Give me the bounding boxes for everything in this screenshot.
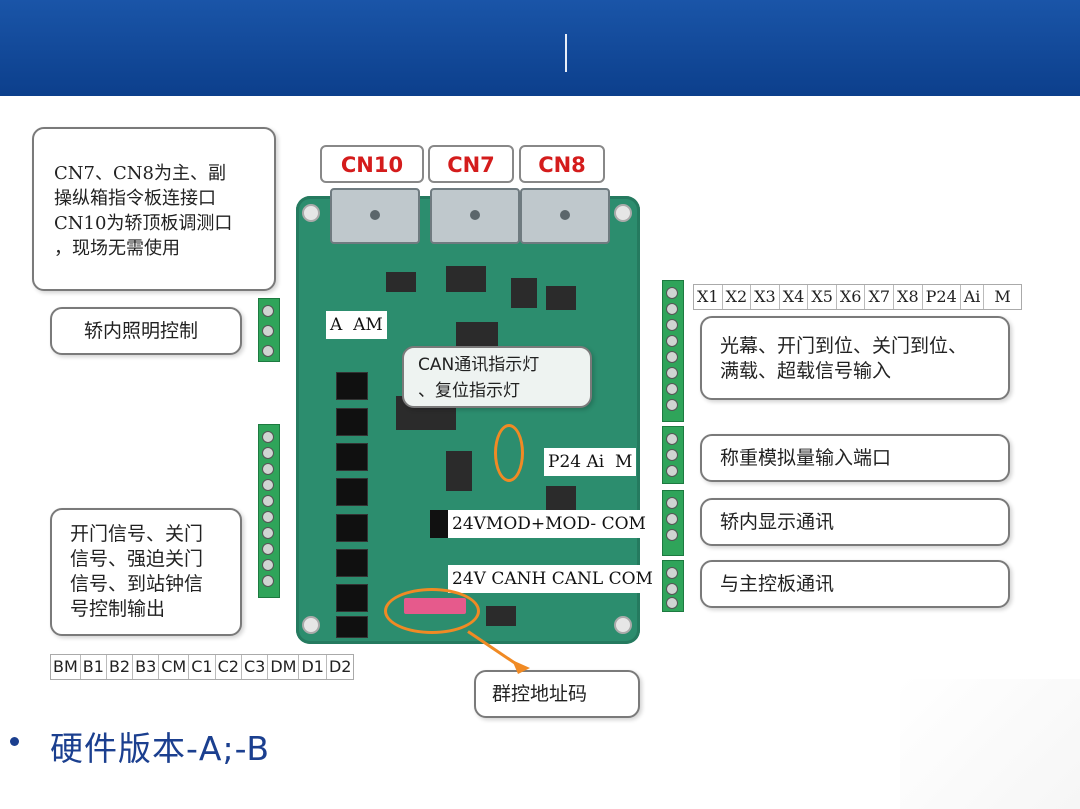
weigh-terminal	[662, 426, 684, 484]
hardware-version: 硬件版本-A;-B	[50, 729, 270, 768]
can-terminal-labels: 24V CANH CANL COM	[448, 565, 657, 593]
led-highlight-oval	[494, 424, 524, 482]
callout-input-signals: 光幕、开门到位、关门到位、 满载、超载信号输入	[700, 316, 1010, 400]
callout-group-control: 群控地址码	[474, 670, 640, 718]
mount-hole	[614, 204, 632, 222]
lighting-terminal-labels: A AM	[326, 311, 387, 339]
ic-chip	[546, 286, 576, 310]
arrow-head-icon	[512, 660, 530, 674]
cn7-label: CN7	[428, 145, 514, 183]
cn7-connector	[430, 188, 520, 244]
lighting-terminal	[258, 298, 280, 362]
callout-weighing: 称重模拟量输入端口	[700, 434, 1010, 482]
relay	[336, 616, 368, 638]
header-band	[0, 0, 1080, 96]
callout-line: 号控制输出	[70, 598, 166, 620]
dip-switch-highlight-oval	[384, 588, 480, 634]
mount-hole	[614, 616, 632, 634]
callout-line: ，现场无需使用	[54, 238, 180, 259]
callout-line: 操纵箱指令板连接口	[54, 188, 216, 209]
relay	[336, 584, 368, 612]
weigh-terminal-labels: P24 Ai M	[544, 448, 637, 476]
relay	[336, 443, 368, 471]
relay	[336, 408, 368, 436]
callout-car-display: 轿内显示通讯	[700, 498, 1010, 546]
output-terminal	[258, 424, 280, 598]
callout-line: 、复位指示灯	[418, 381, 520, 401]
cn8-connector	[520, 188, 610, 244]
label-bar	[430, 510, 452, 538]
callout-line: CN7、CN8为主、副	[54, 163, 226, 184]
mod-terminal-labels: 24VMOD+MOD- COM	[448, 510, 650, 538]
mount-hole	[302, 204, 320, 222]
can-terminal	[662, 560, 684, 612]
cn10-label: CN10	[320, 145, 424, 183]
header-divider	[565, 34, 567, 72]
mod-terminal	[662, 490, 684, 556]
relay	[336, 478, 368, 506]
relay	[336, 372, 368, 400]
bullet-point	[10, 737, 19, 746]
ic-chip	[486, 606, 516, 626]
callout-car-lighting: 轿内照明控制	[50, 307, 242, 355]
relay	[336, 549, 368, 577]
ic-chip	[446, 266, 486, 292]
ic-chip	[446, 451, 472, 491]
ic-chip	[386, 272, 416, 292]
ic-chip	[546, 486, 576, 512]
callout-connectors: CN7、CN8为主、副 操纵箱指令板连接口 CN10为轿顶板调测口 ，现场无需使…	[32, 127, 276, 291]
ic-chip	[456, 322, 498, 348]
ic-chip	[511, 278, 537, 308]
relay	[336, 514, 368, 542]
callout-line: CAN通讯指示灯	[418, 355, 540, 375]
callout-line: 满载、超载信号输入	[720, 360, 892, 382]
callout-line: 信号、强迫关门	[70, 548, 204, 570]
callout-door-signals: 开门信号、关门 信号、强迫关门 信号、到站钟信 号控制输出	[50, 508, 242, 636]
input-terminal	[662, 280, 684, 422]
callout-line: 光幕、开门到位、关门到位、	[720, 335, 968, 357]
callout-can-led: CAN通讯指示灯 、复位指示灯	[402, 346, 592, 408]
callout-line: CN10为轿顶板调测口	[54, 213, 233, 234]
callout-line: 开门信号、关门	[70, 523, 204, 545]
cn8-label: CN8	[519, 145, 605, 183]
callout-main-board: 与主控板通讯	[700, 560, 1010, 608]
callout-line: 信号、到站钟信	[70, 573, 204, 595]
mount-hole	[302, 616, 320, 634]
cn10-connector	[330, 188, 420, 244]
corner-fade	[900, 679, 1080, 809]
